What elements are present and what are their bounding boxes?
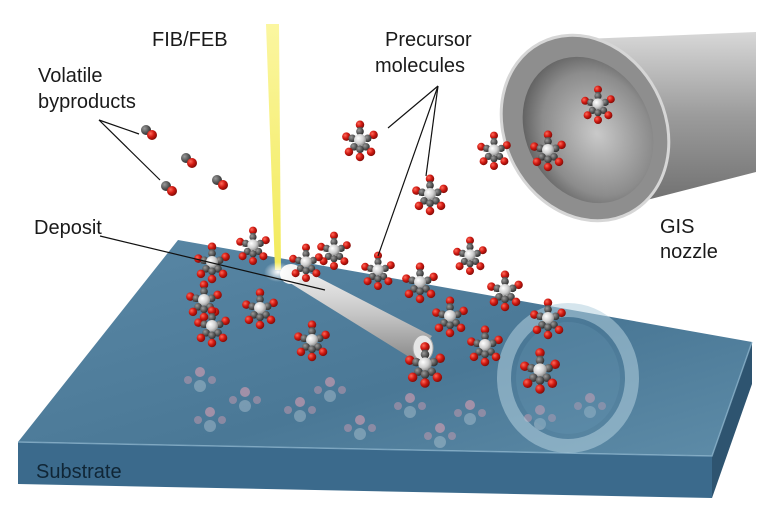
label-substrate: Substrate xyxy=(36,461,122,483)
leader-lines xyxy=(98,85,439,291)
substrate-top-face xyxy=(18,240,752,456)
nozzle-reflection xyxy=(497,303,639,453)
label-gis-line1: GIS xyxy=(660,216,695,238)
byproducts xyxy=(141,125,228,196)
label-deposit: Deposit xyxy=(34,217,102,239)
gis-nozzle xyxy=(499,32,756,223)
substrate-right-face xyxy=(712,342,752,498)
label-precursor-line2: molecules xyxy=(375,55,466,77)
label-volatile-line1: Volatile xyxy=(38,65,103,87)
label-precursor-line1: Precursor xyxy=(385,29,472,51)
label-fib-feb: FIB/FEB xyxy=(152,29,228,51)
substrate-front-face xyxy=(18,442,712,498)
label-volatile-line2: byproducts xyxy=(38,91,136,113)
label-gis-line2: nozzle xyxy=(660,241,718,263)
